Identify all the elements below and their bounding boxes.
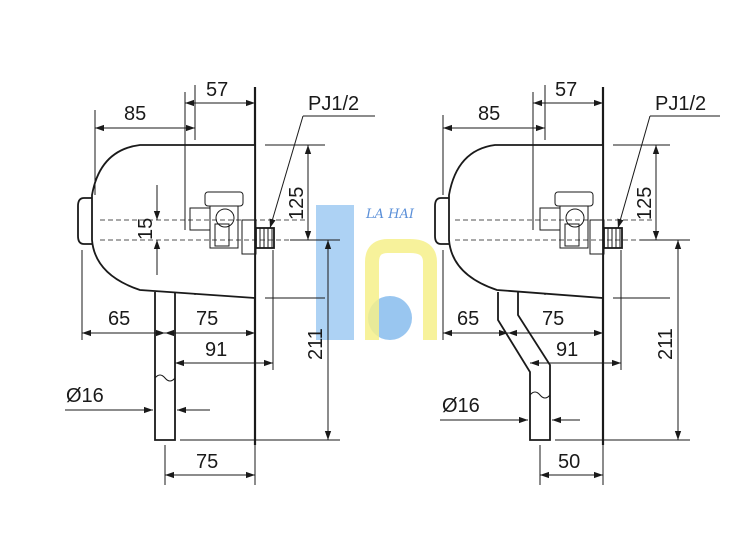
right-dim-57: 57 — [555, 79, 577, 101]
right-dim-211: 211 — [655, 328, 677, 360]
left-valve-body — [91, 144, 256, 299]
right-dim-75-top: 75 — [542, 308, 564, 330]
left-internal-mechanism — [189, 191, 257, 255]
right-dim-125: 125 — [634, 187, 656, 220]
right-dim-50-bottom: 50 — [558, 451, 580, 473]
right-outlet-pipe — [497, 292, 551, 441]
left-dim-65: 65 — [108, 308, 130, 330]
right-dim-pipe-diameter: Ø16 — [442, 395, 480, 417]
watermark-blue-bar — [316, 205, 354, 340]
right-dim-85: 85 — [478, 103, 500, 125]
left-dim-15: 15 — [135, 218, 157, 240]
left-dim-75-bottom: 75 — [196, 451, 218, 473]
left-view: 85 57 PJ1/2 125 211 15 65 75 91 Ø16 — [65, 79, 375, 485]
left-dim-125: 125 — [286, 187, 308, 220]
left-dim-85: 85 — [124, 103, 146, 125]
left-dim-thread: PJ1/2 — [308, 93, 359, 115]
left-dim-91: 91 — [205, 339, 227, 361]
left-dim-57: 57 — [206, 79, 228, 101]
left-thread-connector — [255, 227, 275, 249]
watermark-logo: LA HAI — [316, 205, 437, 340]
right-thread-connector — [603, 227, 623, 249]
right-dim-91: 91 — [556, 339, 578, 361]
left-dim-pipe-diameter: Ø16 — [66, 385, 104, 407]
right-dim-65: 65 — [457, 308, 479, 330]
right-valve-body — [448, 144, 604, 299]
watermark-yellow-arcs — [365, 239, 437, 340]
right-dim-thread: PJ1/2 — [655, 93, 706, 115]
left-push-button — [77, 197, 92, 245]
left-outlet-pipe — [154, 292, 176, 441]
left-dim-75-top: 75 — [196, 308, 218, 330]
left-pipe-break — [154, 374, 176, 382]
watermark-text: LA HAI — [365, 207, 415, 222]
right-view: 85 57 PJ1/2 125 211 65 75 91 Ø16 — [434, 79, 720, 485]
left-dim-211: 211 — [305, 328, 327, 360]
right-push-button — [434, 197, 449, 245]
right-pipe-break — [529, 391, 551, 399]
